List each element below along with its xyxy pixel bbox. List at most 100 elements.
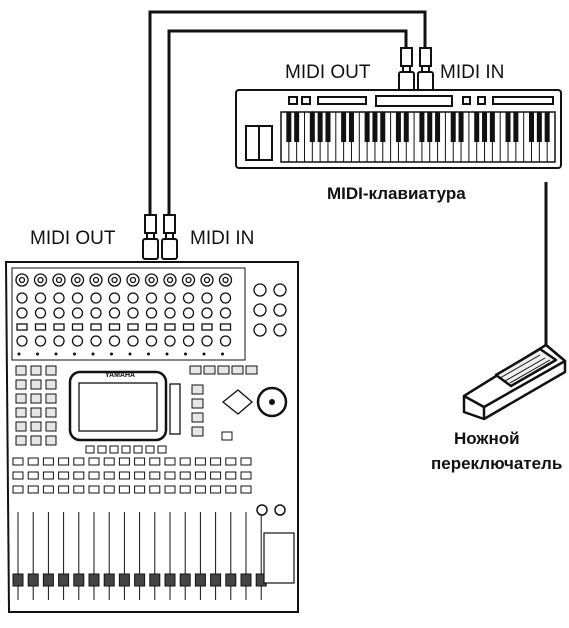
pad-knob: [184, 308, 194, 318]
trim-knob: [221, 336, 231, 346]
black-key: [318, 112, 323, 142]
black-key: [435, 112, 440, 142]
keyboard-midi-in-label: MIDI IN: [440, 62, 504, 84]
aux-knob: [254, 324, 266, 336]
mode-button: [232, 366, 243, 374]
trim-knob: [91, 336, 101, 346]
select-button: [195, 458, 205, 465]
keyboard-connectors: [399, 48, 433, 92]
black-key: [459, 112, 464, 142]
solo-button: [180, 472, 190, 479]
level-meter: [170, 384, 180, 434]
solo-button: [211, 472, 221, 479]
fader-knob: [165, 574, 175, 586]
display-button: [46, 366, 56, 375]
channel-switch: [91, 324, 101, 330]
select-button: [13, 458, 23, 465]
mode-button: [204, 366, 215, 374]
on-button: [104, 486, 114, 493]
display-access-button: [110, 446, 118, 453]
solo-button: [89, 472, 99, 479]
gain-knob: [54, 293, 64, 303]
select-button: [165, 458, 175, 465]
on-button: [211, 486, 221, 493]
trim-knob: [128, 336, 138, 346]
on-button: [135, 486, 145, 493]
channel-switch: [36, 324, 46, 330]
on-button: [13, 486, 23, 493]
gain-knob: [128, 293, 138, 303]
on-button: [195, 486, 205, 493]
black-key: [404, 112, 409, 142]
pad-knob: [91, 308, 101, 318]
trim-knob: [110, 336, 120, 346]
foot-switch: [464, 345, 565, 419]
select-button: [211, 458, 221, 465]
connector-mixer-out: [145, 215, 156, 233]
select-button: [28, 458, 38, 465]
gain-knob: [202, 293, 212, 303]
mixer-connectors: [143, 215, 177, 259]
black-key: [451, 112, 456, 142]
select-button: [89, 458, 99, 465]
solo-button: [59, 472, 69, 479]
keyboard-midi-out-label: MIDI OUT: [285, 62, 371, 84]
gain-knob: [221, 293, 231, 303]
channel-switch: [221, 324, 231, 330]
fader-knob: [241, 574, 251, 586]
footswitch-label-line2: переключатель: [431, 454, 562, 474]
select-button: [226, 458, 236, 465]
on-button: [59, 486, 69, 493]
black-key: [396, 112, 401, 142]
solo-button: [43, 472, 53, 479]
aux-knob: [254, 304, 266, 316]
gain-knob: [17, 293, 27, 303]
black-key: [419, 112, 424, 142]
aux-knob: [274, 324, 286, 336]
select-button: [74, 458, 84, 465]
solo-button: [195, 472, 205, 479]
pad-knob: [73, 308, 83, 318]
gain-knob: [36, 293, 46, 303]
fader-knob: [89, 574, 99, 586]
fader-knob: [119, 574, 129, 586]
display-access-button: [134, 446, 142, 453]
trim-knob: [73, 336, 83, 346]
on-button: [43, 486, 53, 493]
on-button: [165, 486, 175, 493]
display-button: [31, 422, 41, 431]
trim-knob: [165, 336, 175, 346]
fader-knob: [135, 574, 145, 586]
keyboard-display: [376, 96, 452, 106]
channel-switch: [54, 324, 64, 330]
channel-switch: [17, 324, 27, 330]
select-button: [241, 458, 251, 465]
aux-knob: [274, 304, 286, 316]
select-button: [119, 458, 129, 465]
on-button: [89, 486, 99, 493]
channel-switch: [128, 324, 138, 330]
display-button: [16, 366, 26, 375]
fader-knob: [74, 574, 84, 586]
fader-knob: [226, 574, 236, 586]
display-button: [46, 408, 56, 417]
display-button: [16, 380, 26, 389]
on-button: [226, 486, 236, 493]
black-key: [474, 112, 479, 142]
fader-knob: [195, 574, 205, 586]
black-key: [545, 112, 550, 142]
footswitch-label-line1: Ножной: [454, 429, 520, 449]
solo-button: [150, 472, 160, 479]
brand-logo-text: YAMAHA: [105, 372, 135, 379]
black-key: [490, 112, 495, 142]
channel-switch: [202, 324, 212, 330]
display-button: [46, 380, 56, 389]
black-key: [513, 112, 518, 142]
select-button: [180, 458, 190, 465]
on-button: [74, 486, 84, 493]
black-key: [506, 112, 511, 142]
display-button: [16, 408, 26, 417]
connector-keyboard-in: [420, 48, 431, 66]
